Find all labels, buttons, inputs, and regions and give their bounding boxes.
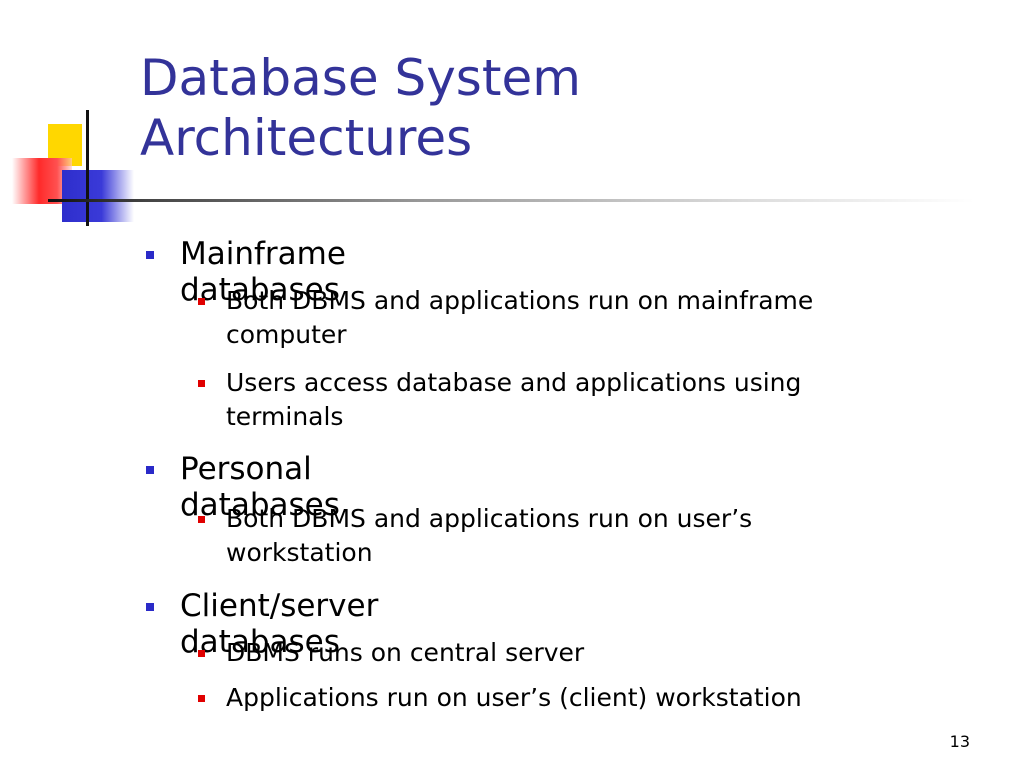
page-number: 13 <box>949 732 970 751</box>
blue-square <box>62 170 134 222</box>
title-underline <box>54 199 974 202</box>
sub-bullet-text: Users access database and applications u… <box>226 366 946 434</box>
sub-bullet-icon <box>198 516 205 523</box>
sub-bullet-line-1: Users access database and applications u… <box>226 368 802 397</box>
sub-bullet-icon <box>198 650 205 657</box>
sub-bullet-text: Applications run on user’s (client) work… <box>226 683 802 712</box>
bullet-text: Personal databases <box>180 451 340 523</box>
sub-bullet-line-2: workstation <box>226 538 373 567</box>
sub-bullet-line-2: terminals <box>226 402 344 431</box>
sub-bullet-line-1: Both DBMS and applications run on mainfr… <box>226 286 814 315</box>
slide-title: Database System Architectures <box>140 48 1000 168</box>
bullet-icon <box>146 603 154 611</box>
sub-bullet-text: DBMS runs on central server <box>226 638 585 667</box>
decorative-logo <box>0 0 180 240</box>
title-line-1: Database System <box>140 49 581 107</box>
sub-bullet-icon <box>198 380 205 387</box>
sub-bullet-icon <box>198 695 205 702</box>
title-line-2: Architectures <box>140 109 473 167</box>
sub-bullet-text: Both DBMS and applications run on user’s… <box>226 502 946 570</box>
bullet-text: Client/server databases <box>180 588 379 660</box>
sub-bullet-icon <box>198 298 205 305</box>
bullet-icon <box>146 251 154 259</box>
sub-bullet-line-1: Both DBMS and applications run on user’s <box>226 504 753 533</box>
bullet-text: Mainframe databases <box>180 236 346 308</box>
sub-bullet-line-2: computer <box>226 320 347 349</box>
horizontal-rule-stub <box>48 199 54 202</box>
bullet-icon <box>146 466 154 474</box>
sub-bullet-text: Both DBMS and applications run on mainfr… <box>226 284 946 352</box>
vertical-rule <box>86 110 89 226</box>
